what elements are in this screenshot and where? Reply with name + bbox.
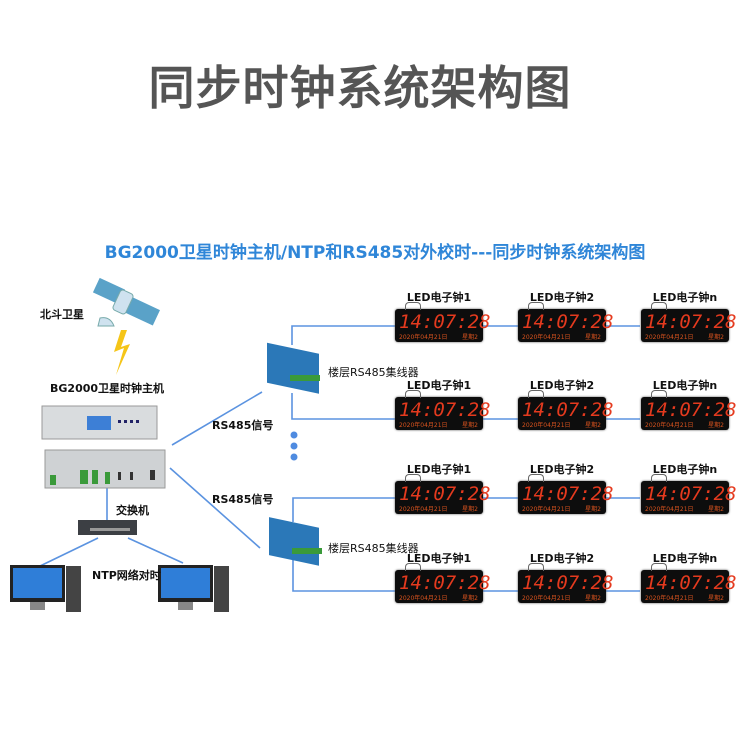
clock-label: LED电子钟2 <box>529 291 595 304</box>
satellite-icon <box>92 277 160 327</box>
clock-weekday: 星期2 <box>708 422 724 429</box>
clock-time: 14:07:28 <box>645 311 737 333</box>
clock-label: LED电子钟n <box>652 552 718 565</box>
clock-weekday: 星期2 <box>585 422 601 429</box>
clock-weekday: 星期2 <box>585 595 601 602</box>
clock-label: LED电子钟n <box>652 291 718 304</box>
clock-date: 2020年04月21日 <box>522 595 571 602</box>
clock-hanger-icon <box>528 390 544 398</box>
clock-label: LED电子钟2 <box>529 463 595 476</box>
clock-hanger-icon <box>651 302 667 310</box>
ellipsis-dot <box>290 453 298 461</box>
hub-label: 楼层RS485集线器 <box>328 542 419 555</box>
clock-time: 14:07:28 <box>522 399 614 421</box>
clock-time: 14:07:28 <box>645 572 737 594</box>
clock-hanger-icon <box>528 302 544 310</box>
clock-weekday: 星期2 <box>462 422 478 429</box>
ellipsis-dot <box>290 442 298 450</box>
clock-weekday: 星期2 <box>585 506 601 513</box>
clock-weekday: 星期2 <box>708 506 724 513</box>
link-host-hub2 <box>169 467 261 549</box>
clock-date: 2020年04月21日 <box>399 422 448 429</box>
clock-date: 2020年04月21日 <box>522 506 571 513</box>
clock-label: LED电子钟1 <box>406 463 472 476</box>
computer-icon <box>10 565 81 612</box>
clock-date: 2020年04月21日 <box>399 506 448 513</box>
clock-time: 14:07:28 <box>399 399 491 421</box>
clock-time: 14:07:28 <box>399 311 491 333</box>
clock-weekday: 星期2 <box>708 334 724 341</box>
diagram-subtitle: BG2000卫星时钟主机/NTP和RS485对外校时---同步时钟系统架构图 <box>104 243 646 263</box>
clock-weekday: 星期2 <box>708 595 724 602</box>
clock-hanger-icon <box>528 474 544 482</box>
clock-date: 2020年04月21日 <box>399 595 448 602</box>
clock-weekday: 星期2 <box>462 334 478 341</box>
clock-hanger-icon <box>651 474 667 482</box>
clock-date: 2020年04月21日 <box>645 422 694 429</box>
clock-time: 14:07:28 <box>522 572 614 594</box>
clock-label: LED电子钟1 <box>406 291 472 304</box>
hub-label: 楼层RS485集线器 <box>328 366 419 379</box>
switch-icon <box>78 520 137 535</box>
signal-label: RS485信号 <box>212 419 274 432</box>
computer-icon <box>158 565 229 612</box>
link-switch-pc1 <box>37 537 99 568</box>
hub-icon <box>267 342 320 394</box>
ellipsis-dot <box>290 431 298 439</box>
host-label: BG2000卫星时钟主机 <box>50 382 165 395</box>
clock-label: LED电子钟n <box>652 463 718 476</box>
lightning-icon <box>114 330 130 375</box>
ntp-label: NTP网络对时 <box>92 569 161 582</box>
clock-label: LED电子钟1 <box>406 552 472 565</box>
clock-label: LED电子钟2 <box>529 379 595 392</box>
clock-date: 2020年04月21日 <box>645 506 694 513</box>
clock-date: 2020年04月21日 <box>645 334 694 341</box>
clock-time: 14:07:28 <box>645 483 737 505</box>
switch-label: 交换机 <box>116 504 149 517</box>
clock-time: 14:07:28 <box>522 483 614 505</box>
clock-hanger-icon <box>405 302 421 310</box>
clock-weekday: 星期2 <box>585 334 601 341</box>
link-host-hub1 <box>171 391 263 446</box>
clock-time: 14:07:28 <box>645 399 737 421</box>
satellite-label: 北斗卫星 <box>40 308 84 321</box>
clock-hanger-icon <box>405 563 421 571</box>
clock-date: 2020年04月21日 <box>399 334 448 341</box>
clock-weekday: 星期2 <box>462 506 478 513</box>
clock-weekday: 星期2 <box>462 595 478 602</box>
time-server-icon <box>41 405 166 489</box>
clock-label: LED电子钟1 <box>406 379 472 392</box>
signal-label: RS485信号 <box>212 493 274 506</box>
page-title: 同步时钟系统架构图 <box>148 61 572 115</box>
clock-hanger-icon <box>651 563 667 571</box>
clock-time: 14:07:28 <box>399 572 491 594</box>
clock-time: 14:07:28 <box>399 483 491 505</box>
clock-label: LED电子钟n <box>652 379 718 392</box>
clock-date: 2020年04月21日 <box>645 595 694 602</box>
clock-date: 2020年04月21日 <box>522 422 571 429</box>
clock-hanger-icon <box>405 474 421 482</box>
hub-icon <box>269 517 322 566</box>
link-switch-pc2 <box>127 537 184 564</box>
clock-hanger-icon <box>651 390 667 398</box>
clock-label: LED电子钟2 <box>529 552 595 565</box>
clock-hanger-icon <box>405 390 421 398</box>
clock-hanger-icon <box>528 563 544 571</box>
clock-time: 14:07:28 <box>522 311 614 333</box>
clock-date: 2020年04月21日 <box>522 334 571 341</box>
